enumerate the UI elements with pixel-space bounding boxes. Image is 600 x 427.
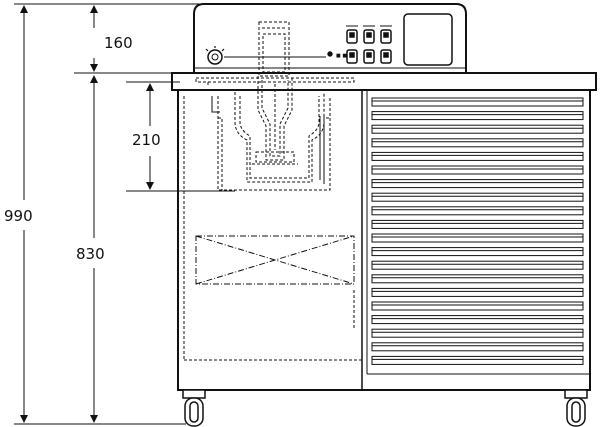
louver-slat	[371, 151, 584, 161]
louver-slat	[371, 97, 584, 107]
cabinet-body	[177, 89, 591, 396]
louver-slat	[371, 315, 584, 325]
control-unit: ■ ■	[193, 3, 467, 73]
display-screen	[403, 13, 453, 66]
caster-wheel-right-icon	[564, 389, 588, 427]
inner-frame-hidden	[183, 96, 362, 361]
louver-slat	[371, 138, 584, 148]
louver-slat	[371, 274, 584, 284]
compressor-box	[195, 235, 355, 285]
louver-slat	[371, 355, 584, 365]
dim-label-cabinet-height: 830	[76, 245, 105, 263]
louver-slat	[371, 124, 584, 134]
caster-wheel-left-icon	[182, 389, 206, 427]
louver-slat	[371, 111, 584, 121]
louver-slat	[371, 206, 584, 216]
louver-slat	[371, 301, 584, 311]
louver-slat	[371, 287, 584, 297]
bath-vessel-hidden	[195, 21, 355, 191]
dim-label-total-height: 990	[4, 207, 33, 225]
louver-slat	[371, 219, 584, 229]
bath-heater-elements	[211, 96, 325, 184]
ventilation-louver-panel	[371, 97, 584, 365]
temperature-knob-icon	[205, 46, 225, 65]
louver-slat	[371, 328, 584, 338]
dim-label-bath-depth: 210	[132, 131, 161, 149]
svg-text:■ ■: ■ ■	[336, 53, 347, 59]
louver-slat	[371, 233, 584, 243]
louver-slat	[371, 179, 584, 189]
louver-slat	[371, 192, 584, 202]
louver-slat	[371, 342, 584, 352]
louver-slat	[371, 247, 584, 257]
louver-slat	[371, 165, 584, 175]
control-switches-icon	[346, 25, 392, 64]
dim-label-control-unit-height: 160	[104, 34, 133, 52]
louver-slat	[371, 260, 584, 270]
